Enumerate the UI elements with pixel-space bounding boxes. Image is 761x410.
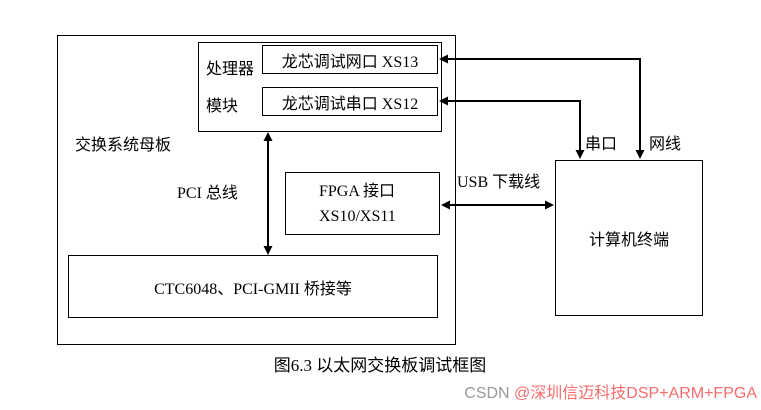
watermark: CSDN @深圳信迈科技DSP+ARM+FPGA: [464, 379, 757, 403]
processor-module-label: 处理器 模块: [206, 51, 254, 125]
watermark-handle: @深圳信迈科技DSP+ARM+FPGA: [514, 385, 757, 402]
watermark-prefix: CSDN: [464, 385, 515, 402]
motherboard-label: 交换系统母板: [75, 137, 172, 154]
serial-port-label: 串口: [585, 136, 618, 153]
bridge-box: CTC6048、PCI-GMII 桥接等: [68, 255, 438, 318]
processor-label-line2: 模块: [206, 98, 239, 115]
serial-cable-arrow: [439, 96, 585, 159]
computer-terminal-box: 计算机终端: [555, 160, 703, 316]
pci-bus-label: PCI 总线: [177, 185, 238, 202]
fpga-label-line1: FPGA 接口: [319, 183, 396, 200]
usb-cable-label: USB 下载线: [457, 174, 541, 191]
fpga-interface-box: FPGA 接口 XS10/XS11: [285, 172, 440, 235]
usb-cable-arrow: [441, 200, 554, 210]
xs12-serial-port-box: 龙芯调试串口 XS12: [262, 87, 438, 116]
processor-label-line1: 处理器: [206, 61, 255, 78]
xs13-network-port-box: 龙芯调试网口 XS13: [262, 45, 438, 74]
computer-terminal-label: 计算机终端: [588, 232, 669, 249]
bridge-label: CTC6048、PCI-GMII 桥接等: [154, 280, 352, 298]
network-cable-label: 网线: [649, 136, 682, 153]
fpga-label-line2: XS10/XS11: [319, 208, 396, 225]
figure-caption: 图6.3 以太网交换板调试框图: [273, 356, 487, 375]
